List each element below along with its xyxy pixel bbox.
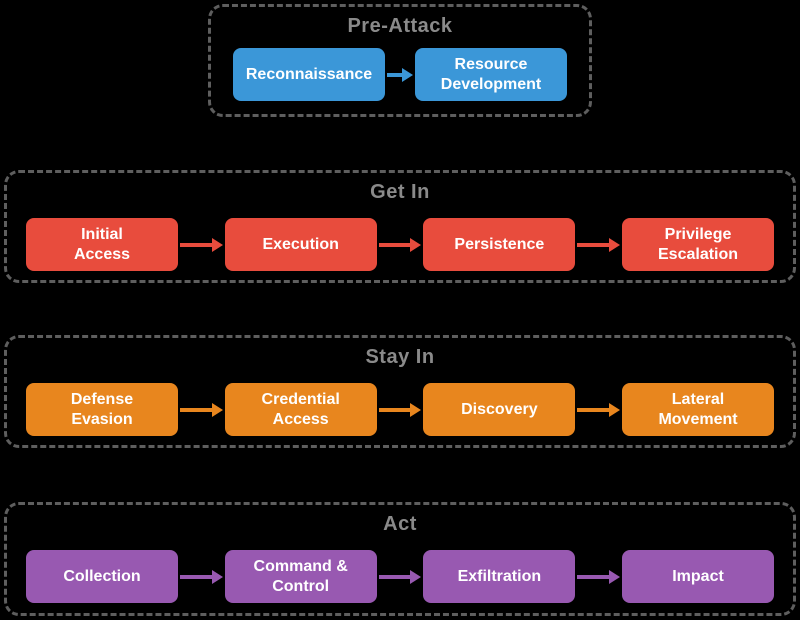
flow-arrow-icon <box>178 402 225 417</box>
phase-box-initial-access: Initial Access <box>26 218 178 271</box>
phase-box-credential-access: Credential Access <box>224 383 377 436</box>
arrow-head-icon <box>402 67 413 82</box>
arrow-shaft <box>577 407 610 412</box>
group-title-pre-attack: Pre-Attack <box>347 15 453 37</box>
phase-box-privilege-escalation: Privilege Escalation <box>622 218 775 271</box>
flow-arrow-icon <box>178 569 225 584</box>
group-get-in: Get In Initial Access Execution Persiste… <box>4 170 796 283</box>
arrow-head-icon <box>609 402 621 417</box>
phase-row-pre-attack: Reconnaissance Resource Development <box>211 48 589 101</box>
arrow-head-icon <box>410 402 422 417</box>
phase-row-act: Collection Command & Control Exfiltratio… <box>7 550 793 603</box>
arrow-shaft <box>378 407 411 412</box>
flow-arrow-icon <box>377 402 424 417</box>
phase-box-command-and-control: Command & Control <box>224 550 377 603</box>
arrow-head-icon <box>609 237 621 252</box>
group-title-stay-in: Stay In <box>365 346 435 368</box>
arrow-shaft <box>378 574 411 579</box>
group-act: Act Collection Command & Control Exfiltr… <box>4 502 796 616</box>
phase-box-impact: Impact <box>622 550 775 603</box>
arrow-head-icon <box>609 569 621 584</box>
phase-box-reconnaissance: Reconnaissance <box>233 48 385 101</box>
arrow-head-icon <box>410 569 422 584</box>
phase-box-resource-development: Resource Development <box>415 48 567 101</box>
arrow-shaft <box>180 242 212 247</box>
flow-arrow-icon <box>575 402 622 417</box>
flow-arrow-icon <box>385 67 415 82</box>
arrow-head-icon <box>211 569 223 584</box>
arrow-shaft <box>378 242 411 247</box>
arrow-shaft <box>387 72 402 77</box>
phase-box-collection: Collection <box>26 550 178 603</box>
phase-box-discovery: Discovery <box>423 383 576 436</box>
flow-arrow-icon <box>377 569 424 584</box>
group-title-get-in: Get In <box>370 181 430 203</box>
arrow-shaft <box>180 574 212 579</box>
flow-arrow-icon <box>178 237 225 252</box>
arrow-head-icon <box>211 402 223 417</box>
flow-arrow-icon <box>377 237 424 252</box>
phase-box-persistence: Persistence <box>423 218 576 271</box>
flow-arrow-icon <box>575 569 622 584</box>
group-stay-in: Stay In Defense Evasion Credential Acces… <box>4 335 796 448</box>
phase-box-lateral-movement: Lateral Movement <box>622 383 775 436</box>
phase-box-defense-evasion: Defense Evasion <box>26 383 178 436</box>
phase-box-exfiltration: Exfiltration <box>423 550 576 603</box>
arrow-shaft <box>577 574 610 579</box>
phase-box-execution: Execution <box>224 218 377 271</box>
arrow-shaft <box>180 407 212 412</box>
flow-arrow-icon <box>575 237 622 252</box>
phase-row-get-in: Initial Access Execution Persistence Pri… <box>7 218 793 271</box>
phase-row-stay-in: Defense Evasion Credential Access Discov… <box>7 383 793 436</box>
group-pre-attack: Pre-Attack Reconnaissance Resource Devel… <box>208 4 592 117</box>
arrow-head-icon <box>410 237 422 252</box>
arrow-shaft <box>577 242 610 247</box>
group-title-act: Act <box>383 513 417 535</box>
arrow-head-icon <box>211 237 223 252</box>
